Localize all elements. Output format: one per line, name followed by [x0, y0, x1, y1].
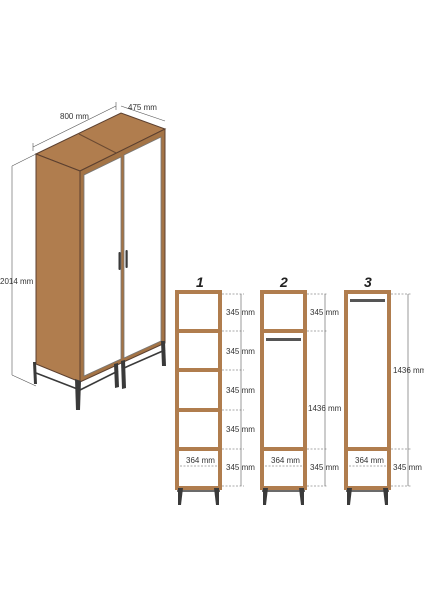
wardrobe-side-panel: [35, 153, 81, 383]
bottom-height-label: 345 mm: [310, 463, 339, 472]
hanging-rail: [266, 338, 301, 341]
cabinet-leg: [299, 488, 304, 505]
wardrobe-leg: [75, 379, 81, 410]
section-2-diagram: 2 364 mm 345 mm 1436 mm 345 mm: [260, 274, 342, 505]
shelf-height-label: 345 mm: [226, 463, 255, 472]
wardrobe-right-door: [123, 136, 162, 359]
wardrobe-leg: [33, 362, 37, 384]
shelf-height-label: 345 mm: [226, 425, 255, 434]
shelf-height-label: 345 mm: [226, 386, 255, 395]
inner-width-label: 364 mm: [186, 456, 215, 465]
bottom-height-label: 345 mm: [393, 463, 422, 472]
cabinet-leg: [263, 488, 268, 505]
hanging-rail: [350, 299, 385, 302]
section-number: 3: [364, 274, 372, 290]
cabinet-leg: [214, 488, 219, 505]
shelf-height-label: 345 mm: [226, 347, 255, 356]
shelf-height-label: 345 mm: [226, 308, 255, 317]
rail-height-label: 1436 mm: [393, 366, 424, 375]
cabinet-leg: [178, 488, 183, 505]
inner-width-label: 364 mm: [271, 456, 300, 465]
top-height-label: 345 mm: [310, 308, 339, 317]
wardrobe-illustration: 800 mm 475 mm 2014 mm: [0, 102, 167, 410]
section-number: 2: [279, 274, 288, 290]
cabinet-frame: [260, 290, 307, 490]
section-3-diagram: 3 364 mm 1436 mm 345 mm: [344, 274, 424, 505]
section-1-diagram: 1 364 mm 345 mm 345 mm 345 mm 345 mm 345…: [175, 274, 255, 505]
door-handle-left: [118, 252, 121, 270]
door-handle-right: [125, 250, 128, 268]
wardrobe-leg: [161, 341, 166, 366]
wardrobe-height-label: 2014 mm: [0, 277, 34, 286]
cabinet-leg: [347, 488, 352, 505]
cabinet-frame: [175, 290, 222, 490]
wardrobe-leg: [121, 360, 126, 389]
wardrobe-depth-label: 475 mm: [128, 103, 157, 112]
cabinet-leg: [383, 488, 388, 505]
wardrobe-left-door: [83, 156, 122, 377]
inner-width-label: 364 mm: [355, 456, 384, 465]
section-number: 1: [196, 274, 204, 290]
wardrobe-width-label: 800 mm: [60, 112, 89, 121]
rail-height-label: 1436 mm: [308, 404, 342, 413]
cabinet-frame: [344, 290, 391, 490]
wardrobe-leg: [114, 363, 119, 388]
